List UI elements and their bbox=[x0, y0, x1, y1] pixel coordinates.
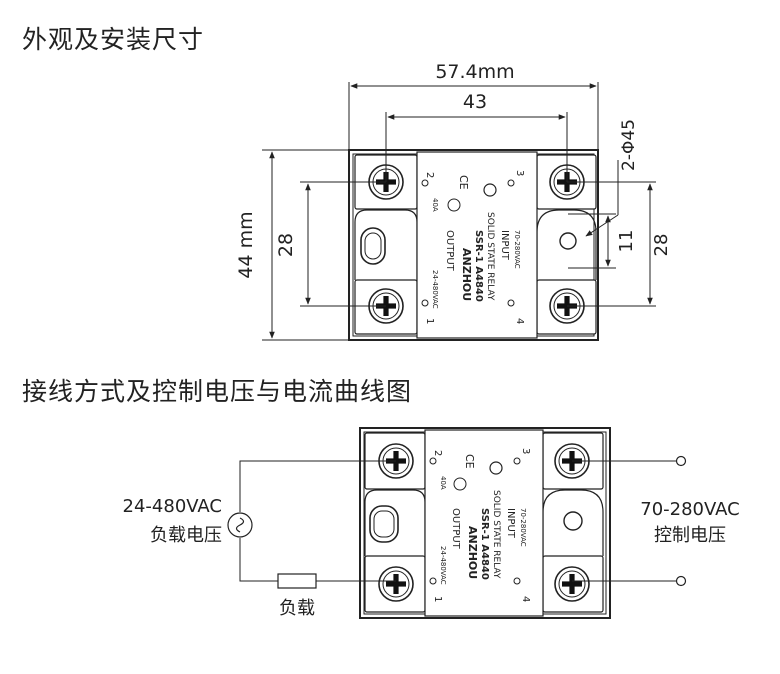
wiring-drawing: CE 2 1 3 4 OUTPUT 24-480VAC 40A ANZHOU S… bbox=[123, 427, 740, 619]
pin-3-label: 3 bbox=[520, 448, 531, 454]
output-label: OUTPUT bbox=[444, 230, 455, 272]
ccc-mark-icon bbox=[447, 198, 461, 212]
ce-mark: CE bbox=[457, 175, 470, 190]
load-resistor-icon bbox=[277, 573, 317, 589]
dim-overall-width: 57.4mm bbox=[435, 61, 514, 83]
section-title-wiring: 接线方式及控制电压与电流曲线图 bbox=[22, 377, 413, 406]
control-voltage-label: 控制电压 bbox=[654, 525, 726, 546]
output-label: OUTPUT bbox=[450, 508, 461, 550]
output-voltage-label: 24-480VAC bbox=[439, 546, 447, 585]
pin-4-label: 4 bbox=[520, 596, 531, 602]
current-label: 40A bbox=[439, 476, 447, 490]
pin-1-label: 1 bbox=[424, 318, 435, 324]
load-voltage-value: 24-480VAC bbox=[123, 496, 222, 517]
brand-label: ANZHOU bbox=[466, 526, 479, 579]
ce-mark: CE bbox=[463, 454, 476, 469]
model-label: SSR-1 A4840 bbox=[479, 508, 490, 580]
brand-label: ANZHOU bbox=[460, 248, 473, 301]
load-voltage-label: 负载电压 bbox=[150, 525, 222, 546]
led-indicator-icon bbox=[483, 183, 497, 197]
led-indicator-icon bbox=[489, 461, 503, 475]
pin-4-label: 4 bbox=[514, 318, 525, 324]
input-voltage-label: 70-280VAC bbox=[513, 230, 521, 269]
model-label: SSR-1 A4840 bbox=[473, 230, 484, 302]
screw-terminal-1-icon bbox=[378, 566, 414, 602]
input-voltage-label: 70-280VAC bbox=[519, 508, 527, 547]
mount-hole-icon bbox=[563, 511, 583, 531]
ccc-mark-icon bbox=[453, 477, 467, 491]
input-label: INPUT bbox=[499, 230, 510, 261]
current-label: 40A bbox=[431, 198, 439, 212]
mount-hole-icon bbox=[559, 232, 577, 250]
dim-hole-spacing: 43 bbox=[463, 91, 487, 113]
dim-hole-height: 11 bbox=[616, 230, 637, 253]
input-terminal-icon bbox=[675, 575, 687, 587]
dim-terminal-spacing: 28 bbox=[275, 233, 297, 257]
input-label: INPUT bbox=[505, 508, 516, 539]
type-label: SOLID STATE RELAY bbox=[491, 490, 501, 579]
output-voltage-label: 24-480VAC bbox=[431, 270, 439, 309]
input-terminal-icon bbox=[675, 455, 687, 467]
load-label: 负载 bbox=[279, 598, 315, 619]
section-title-dimensions: 外观及安装尺寸 bbox=[22, 25, 205, 54]
pin-2-label: 2 bbox=[432, 450, 443, 456]
dim-mount-hole: 2-Φ45 bbox=[619, 119, 639, 171]
dim-height: 44 mm bbox=[235, 211, 257, 278]
pin-3-label: 3 bbox=[514, 170, 525, 176]
dimension-drawing: CE 2 1 3 4 OUTPUT 24-480VAC 40A ANZHOU S… bbox=[235, 61, 672, 341]
type-label: SOLID STATE RELAY bbox=[485, 212, 495, 301]
control-voltage-value: 70-280VAC bbox=[640, 499, 739, 520]
pin-1-label: 1 bbox=[432, 596, 443, 602]
dim-right-spacing: 28 bbox=[651, 234, 672, 257]
screw-terminal-4-icon bbox=[554, 566, 590, 602]
pin-2-label: 2 bbox=[424, 172, 435, 178]
